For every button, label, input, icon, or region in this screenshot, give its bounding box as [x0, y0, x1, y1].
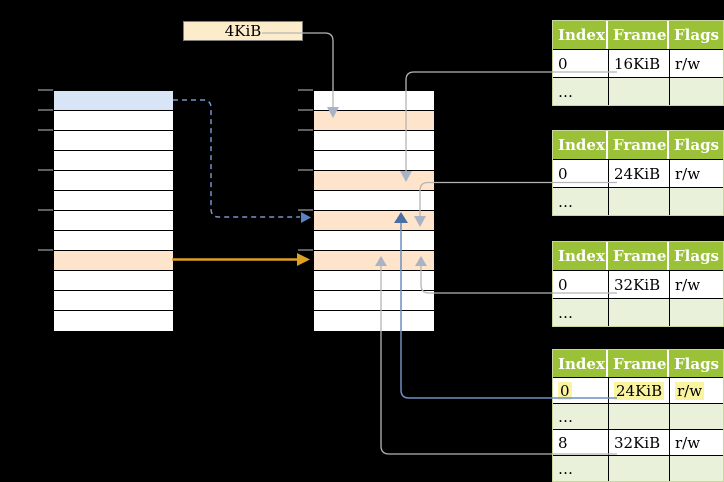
page-size-text: 4KiB	[224, 22, 262, 40]
column-header-frame: Frame	[608, 131, 669, 159]
memory-cell	[54, 291, 173, 311]
table-cell-ellipsis: …	[553, 455, 608, 481]
arrow-virtual-to-frame-orange	[172, 253, 310, 266]
memory-cell	[54, 231, 173, 251]
memory-cell	[54, 151, 173, 171]
memory-cell	[314, 291, 434, 311]
arrowhead-right-icon	[301, 212, 311, 223]
column-header-index: Index	[553, 131, 608, 159]
arrowhead-right-icon	[297, 253, 310, 266]
table-cell	[608, 77, 669, 105]
table-cell-highlighted: 0	[553, 377, 608, 403]
table-cell: 0	[553, 49, 608, 77]
table-cell: r/w	[669, 49, 723, 77]
column-header-index: Index	[553, 242, 608, 270]
page-table-1: Index Frame Flags 0 16KiB r/w …	[552, 20, 724, 106]
memory-cell	[314, 271, 434, 291]
memory-cell-peach	[54, 251, 173, 271]
table-cell: r/w	[669, 159, 723, 187]
table-cell-ellipsis: …	[553, 187, 608, 215]
page-size-label: 4KiB	[183, 21, 303, 41]
memory-cell	[54, 211, 173, 231]
table-cell	[669, 403, 723, 429]
table-cell: 0	[553, 159, 608, 187]
memory-cell	[54, 191, 173, 211]
table-cell: r/w	[669, 429, 723, 455]
highlight-text: 0	[558, 381, 572, 400]
arrow-virtual-to-frame-dashed	[173, 99, 311, 223]
table-cell-highlighted: r/w	[669, 377, 723, 403]
memory-column-left	[53, 90, 174, 332]
highlight-text: 24KiB	[614, 381, 665, 400]
column-header-index: Index	[553, 350, 608, 377]
table-cell-ellipsis: …	[553, 77, 608, 105]
table-cell-ellipsis: …	[553, 403, 608, 429]
table-cell	[608, 403, 669, 429]
table-cell	[669, 77, 723, 105]
memory-cell	[54, 111, 173, 131]
memory-cell	[54, 171, 173, 191]
table-cell: 8	[553, 429, 608, 455]
table-cell	[669, 455, 723, 481]
table-cell	[608, 187, 669, 215]
memory-cell-peach	[314, 211, 434, 231]
table-cell: r/w	[669, 270, 723, 298]
address-ticks-left	[38, 89, 53, 251]
memory-cell	[314, 191, 434, 211]
memory-cell-peach	[314, 111, 434, 131]
page-table-3: Index Frame Flags 0 32KiB r/w …	[552, 241, 724, 327]
table-cell-ellipsis: …	[553, 298, 608, 326]
column-header-frame: Frame	[608, 242, 669, 270]
table-cell: 32KiB	[608, 270, 669, 298]
table-cell: 0	[553, 270, 608, 298]
memory-cell-peach	[314, 251, 434, 271]
table-cell	[608, 455, 669, 481]
column-header-frame: Frame	[608, 350, 669, 377]
memory-cell-blue	[54, 91, 173, 111]
memory-cell	[314, 91, 434, 111]
page-table-4: Index Frame Flags 0 24KiB r/w … 8 32KiB …	[552, 349, 724, 482]
table-cell: 16KiB	[608, 49, 669, 77]
column-header-frame: Frame	[608, 21, 669, 49]
memory-cell	[314, 311, 434, 331]
memory-column-right	[313, 90, 435, 332]
memory-cell	[54, 311, 173, 331]
table-cell	[669, 298, 723, 326]
page-table-2: Index Frame Flags 0 24KiB r/w …	[552, 130, 724, 216]
column-header-flags: Flags	[669, 131, 723, 159]
memory-cell	[54, 131, 173, 151]
memory-cell	[314, 131, 434, 151]
table-cell: 32KiB	[608, 429, 669, 455]
table-cell	[669, 187, 723, 215]
table-cell	[608, 298, 669, 326]
column-header-flags: Flags	[669, 350, 723, 377]
table-cell: 24KiB	[608, 159, 669, 187]
address-ticks-right	[298, 89, 313, 251]
memory-cell	[314, 151, 434, 171]
column-header-flags: Flags	[669, 21, 723, 49]
memory-cell	[314, 231, 434, 251]
highlight-text: r/w	[675, 381, 705, 400]
memory-cell-peach	[314, 171, 434, 191]
memory-cell	[54, 271, 173, 291]
table-cell-highlighted: 24KiB	[608, 377, 669, 403]
column-header-index: Index	[553, 21, 608, 49]
column-header-flags: Flags	[669, 242, 723, 270]
